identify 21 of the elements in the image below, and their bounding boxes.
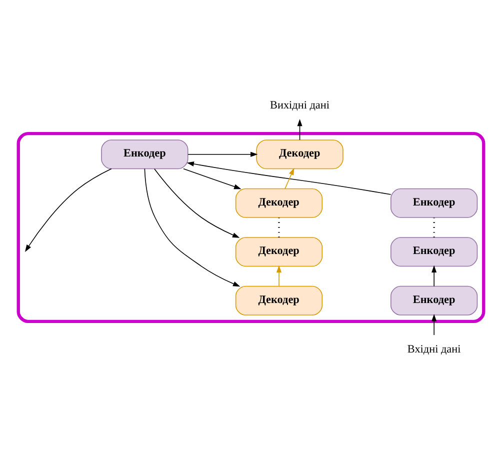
arrow: [144, 168, 240, 287]
arrow: [432, 265, 437, 287]
arrow: [24, 168, 112, 252]
arrow: [186, 161, 392, 195]
arrow: [432, 314, 437, 336]
arrow: [154, 168, 240, 238]
node-box: Енкодер: [390, 188, 478, 218]
node-text: Вихідні дані: [270, 100, 330, 112]
node-box: Декодер: [235, 286, 323, 316]
node-box: Декодер: [235, 237, 323, 267]
arrow: [276, 265, 282, 287]
node-box: Енкодер: [390, 286, 478, 316]
node-box: Декодер: [235, 188, 323, 218]
node-box: Енкодер: [101, 140, 188, 170]
arrow: [284, 168, 294, 190]
arrow: [188, 152, 258, 157]
node-box: Енкодер: [390, 237, 478, 267]
arrow: [183, 168, 242, 190]
arrow: [297, 118, 302, 140]
node-box: Декодер: [256, 140, 344, 170]
node-text: Вхідні дані: [407, 343, 461, 356]
